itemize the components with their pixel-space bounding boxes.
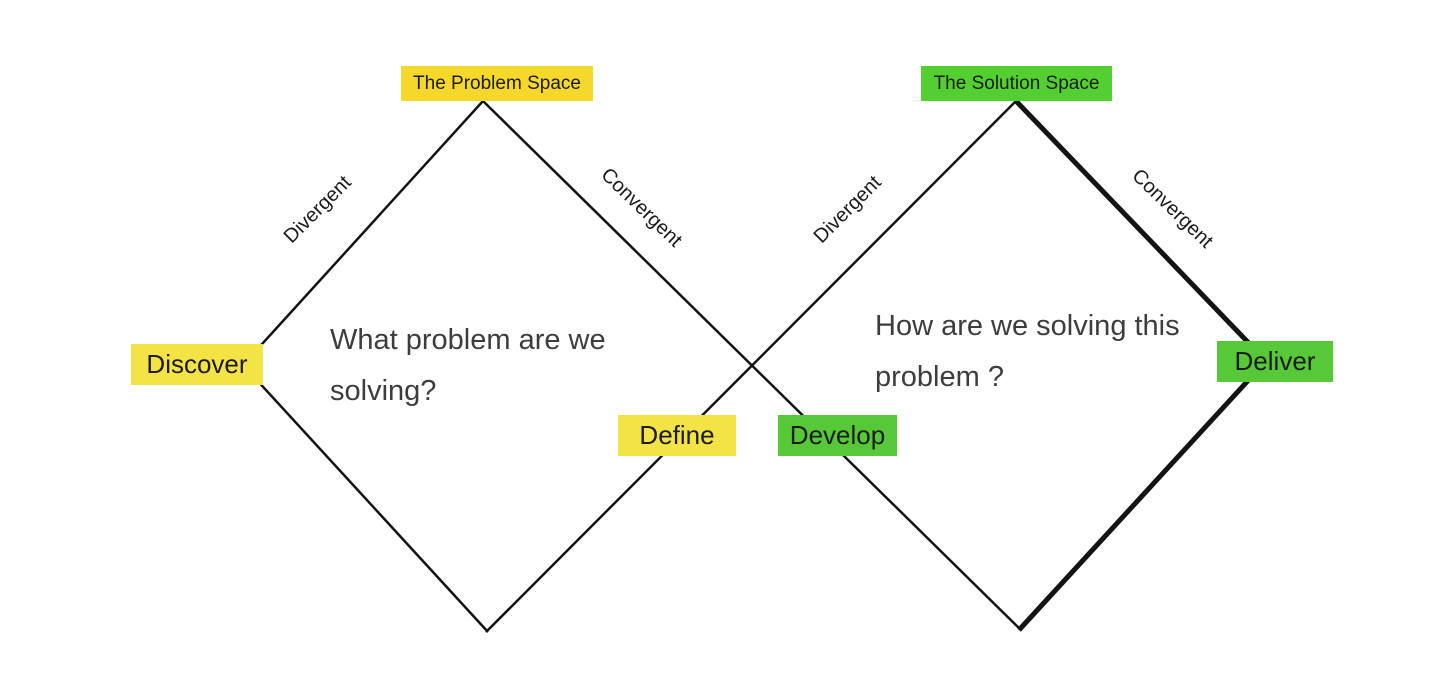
- problem-diamond-upper-left-edge: [242, 100, 484, 366]
- problem-question: What problem are we solving?: [330, 315, 606, 417]
- stage-discover: Discover: [131, 344, 263, 385]
- solution-space-title: The Solution Space: [921, 66, 1112, 101]
- solution-question-line1: How are we solving this: [875, 310, 1180, 342]
- problem-question-line2: solving?: [330, 375, 437, 407]
- problem-question-line1: What problem are we: [330, 324, 606, 356]
- solution-diamond-upper-right-edge: [1014, 99, 1268, 363]
- solution-divergent-to-problem-bottom-line: [485, 100, 1017, 633]
- stage-deliver: Deliver: [1217, 341, 1333, 382]
- problem-diamond-lower-left-edge: [242, 364, 489, 633]
- stage-define: Define: [618, 415, 736, 456]
- problem-space-title: The Problem Space: [401, 66, 593, 101]
- stage-develop: Develop: [778, 415, 897, 456]
- solution-question-line2: problem ?: [875, 361, 1004, 393]
- solution-question: How are we solving this problem ?: [875, 301, 1180, 403]
- solution-diamond-lower-right-edge: [1017, 359, 1268, 632]
